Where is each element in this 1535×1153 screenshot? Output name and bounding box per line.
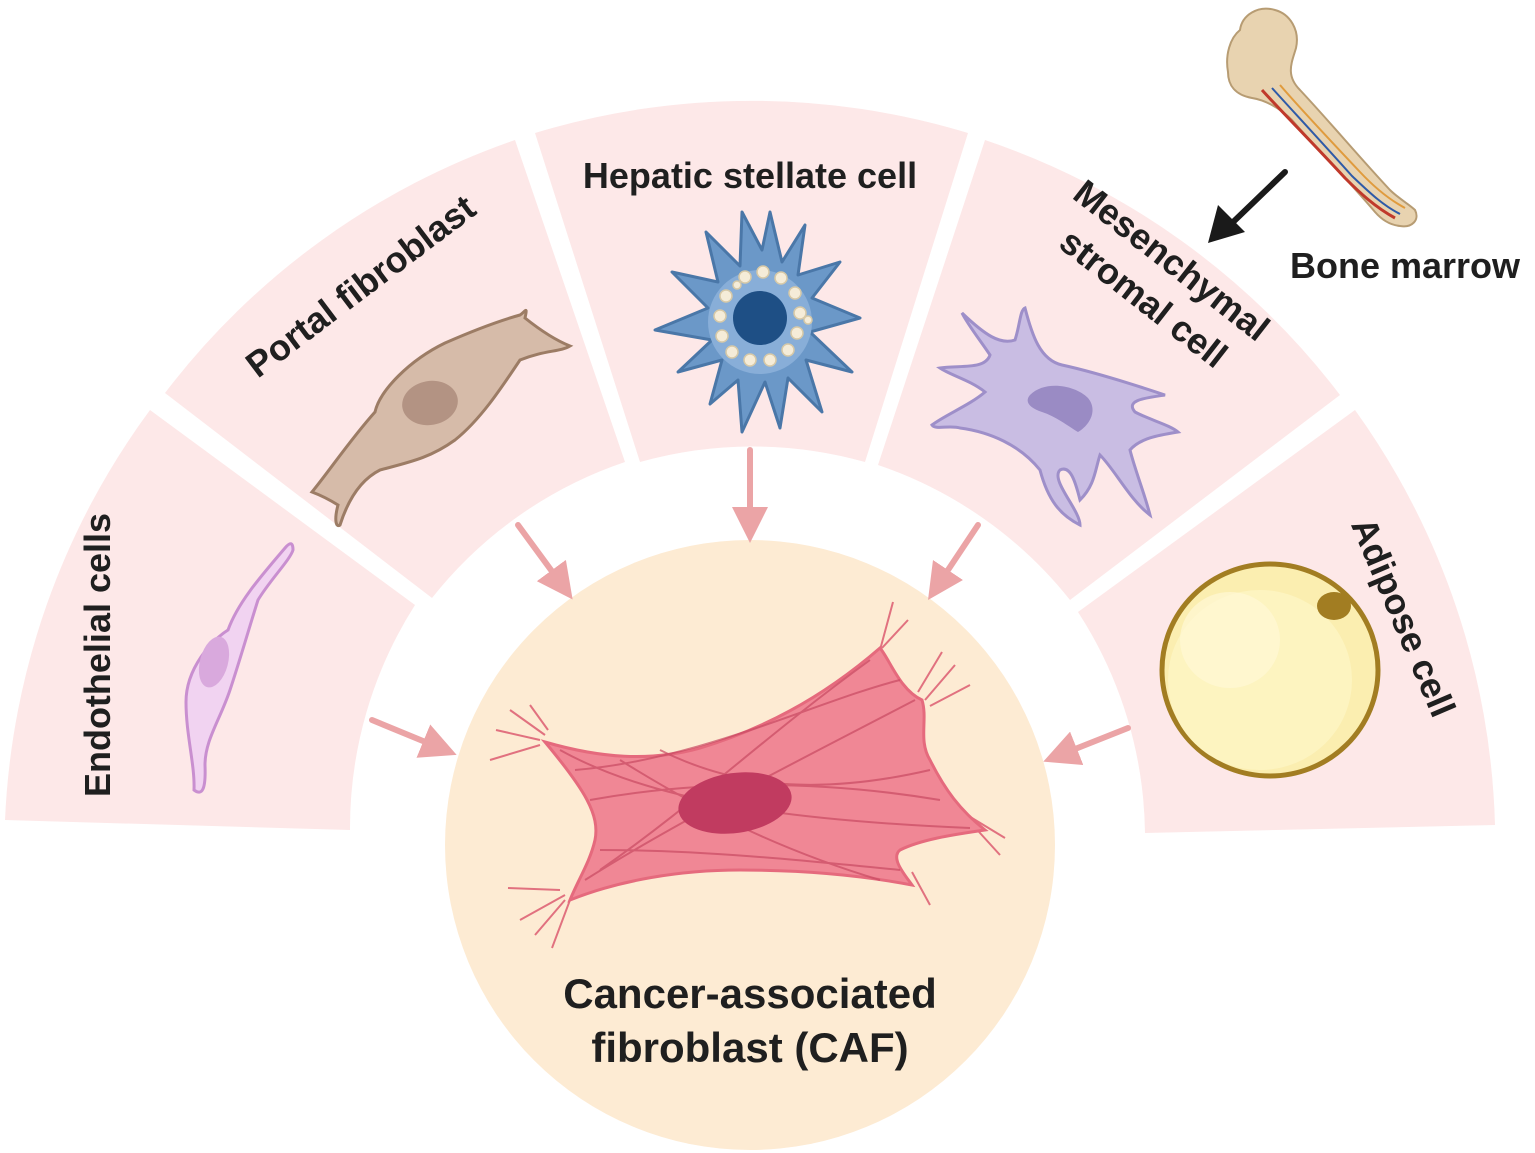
arrows-to-caf <box>369 447 1131 766</box>
segment-endothelial <box>5 410 415 830</box>
arrow-adipose <box>1043 725 1131 766</box>
label-endothelial-cells: Endothelial cells <box>77 513 118 797</box>
label-caf-line2: fibroblast (CAF) <box>591 1024 908 1071</box>
segment-mesenchymal <box>878 140 1340 600</box>
label-caf-line1: Cancer-associated <box>563 970 937 1017</box>
hepatic-stellate-cell-icon <box>653 210 862 434</box>
portal-fibroblast-icon <box>309 309 574 528</box>
arrow-bone-marrow <box>1208 169 1288 243</box>
adipose-cell-icon <box>1159 561 1381 779</box>
label-hepatic-stellate-cell: Hepatic stellate cell <box>583 155 917 196</box>
arrow-endothelial <box>369 717 457 758</box>
caf-cell-icon <box>489 601 1006 949</box>
label-bone-marrow: Bone marrow <box>1290 245 1521 286</box>
arrow-mesenchymal <box>928 522 981 600</box>
segment-portal <box>165 140 625 598</box>
bone-icon <box>1226 7 1418 228</box>
endothelial-cell-icon <box>184 542 295 794</box>
mesenchymal-stromal-cell-icon <box>930 305 1182 528</box>
arrow-portal <box>515 522 573 600</box>
